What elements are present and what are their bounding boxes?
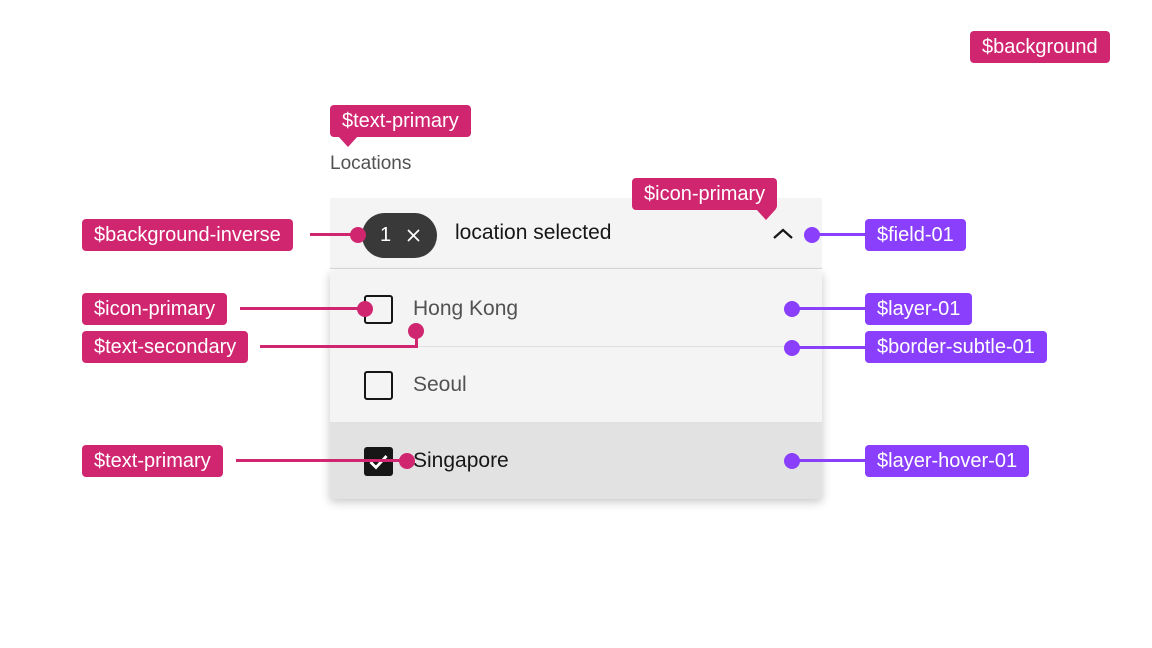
connector-dot	[408, 323, 424, 339]
chevron-up-icon[interactable]	[772, 227, 794, 245]
token-label-icon-primary-top: $icon-primary	[632, 178, 778, 210]
connector-dot	[804, 227, 820, 243]
connector-dot	[784, 340, 800, 356]
connector-line	[240, 307, 360, 310]
connector-line	[415, 331, 418, 347]
tag-close-icon[interactable]	[403, 226, 423, 246]
token-label-text-secondary: $text-secondary	[82, 331, 249, 363]
token-label-layer-01: $layer-01	[865, 293, 973, 325]
connector-line	[792, 459, 866, 462]
connector-line	[310, 233, 358, 236]
connector-line	[792, 346, 866, 349]
token-label-layer-hover-01: $layer-hover-01	[865, 445, 1030, 477]
token-label-border-subtle-01: $border-subtle-01	[865, 331, 1047, 363]
option-label: Hong Kong	[413, 297, 519, 320]
connector-line	[812, 233, 866, 236]
dropdown-label: Locations	[330, 153, 412, 174]
filter-tag[interactable]: 1	[362, 213, 438, 258]
multiselect-menu: Hong Kong Seoul Singapore	[330, 271, 822, 499]
token-label-background: $background	[970, 31, 1110, 63]
pointer-tail	[338, 136, 358, 147]
option-seoul[interactable]: Seoul	[330, 347, 822, 423]
token-label-text-primary-top: $text-primary	[330, 105, 471, 137]
connector-line	[260, 345, 418, 348]
option-label: Seoul	[413, 373, 467, 396]
connector-line	[236, 459, 406, 462]
pointer-tail	[756, 209, 776, 220]
connector-dot	[399, 453, 415, 469]
connector-line	[792, 307, 866, 310]
tag-count: 1	[380, 224, 392, 246]
connector-dot	[784, 453, 800, 469]
token-label-text-primary-bottom: $text-primary	[82, 445, 223, 477]
token-label-field-01: $field-01	[865, 219, 966, 251]
option-hong-kong[interactable]: Hong Kong	[330, 271, 822, 347]
connector-dot	[784, 301, 800, 317]
checkbox-unchecked-icon[interactable]	[364, 371, 393, 400]
token-label-background-inverse: $background-inverse	[82, 219, 293, 251]
token-label-icon-primary-left: $icon-primary	[82, 293, 228, 325]
option-label: Singapore	[413, 449, 509, 472]
connector-dot	[350, 227, 366, 243]
field-text: location selected	[455, 221, 612, 244]
connector-dot	[357, 301, 373, 317]
